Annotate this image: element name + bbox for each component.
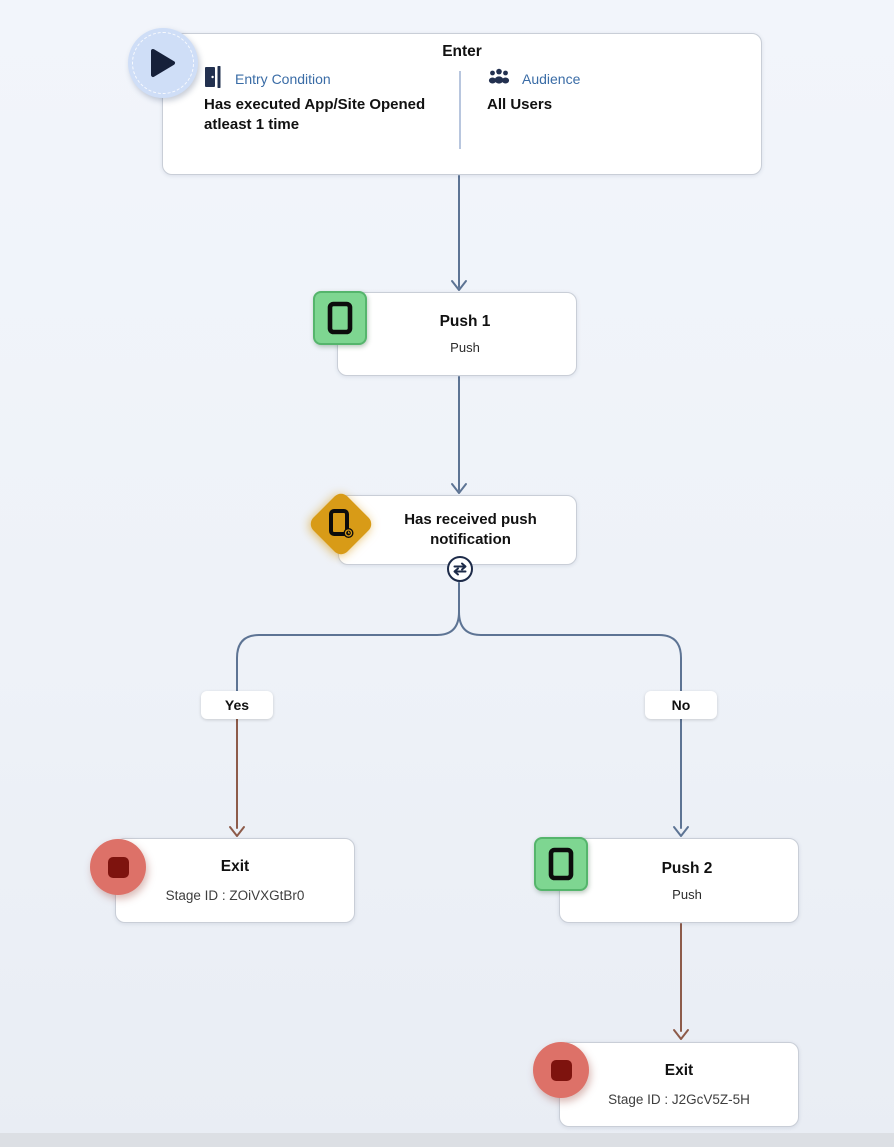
entry-condition-value: Has executed App/Site Opened atleast 1 t… [204,96,426,134]
swap-branches-icon[interactable] [447,556,473,582]
audience-label: Audience [522,71,581,87]
node-exit2[interactable]: Exit Stage ID : J2GcV5Z-5H [559,1042,799,1127]
connector-branch-no-top [458,582,682,692]
enter-title: Enter [442,43,482,60]
audience-icon [487,68,511,91]
exit2-title: Exit [664,1062,694,1079]
push-phone-icon [313,291,367,345]
exit2-stage-id: Stage ID : J2GcV5Z-5H [608,1092,750,1107]
entry-card-divider [459,71,461,149]
exit-stop-icon [533,1042,589,1098]
no-label: No [671,697,691,713]
node-push1[interactable]: Push 1 Push [337,292,577,376]
push2-title: Push 2 [661,859,713,877]
canvas-bottom-edge [0,1133,894,1147]
yes-label: Yes [224,697,250,713]
push2-channel: Push [672,886,702,902]
branch-label-yes: Yes [201,691,273,719]
node-exit1[interactable]: Exit Stage ID : ZOiVXGtBr0 [115,838,355,923]
push1-channel: Push [450,340,480,355]
audience-value: All Users [487,96,553,113]
condition-phone-icon [307,490,375,558]
push-phone-icon [534,837,588,891]
door-icon [204,65,224,93]
connector-branch-yes-top [236,582,460,692]
exit1-stage-id: Stage ID : ZOiVXGtBr0 [165,888,305,903]
node-enter[interactable]: Enter Entry Condition Has executed App/S… [162,33,762,175]
exit1-title: Exit [220,858,250,875]
entry-condition-label: Entry Condition [235,71,331,87]
branch-label-no: No [645,691,717,719]
node-push2[interactable]: Push 2 Push [559,838,799,923]
exit-stop-icon [90,839,146,895]
node-condition[interactable]: Has received push notification [338,495,577,565]
push1-title: Push 1 [439,313,491,330]
condition-title: Has received push notification [404,510,537,548]
play-icon [128,28,198,98]
